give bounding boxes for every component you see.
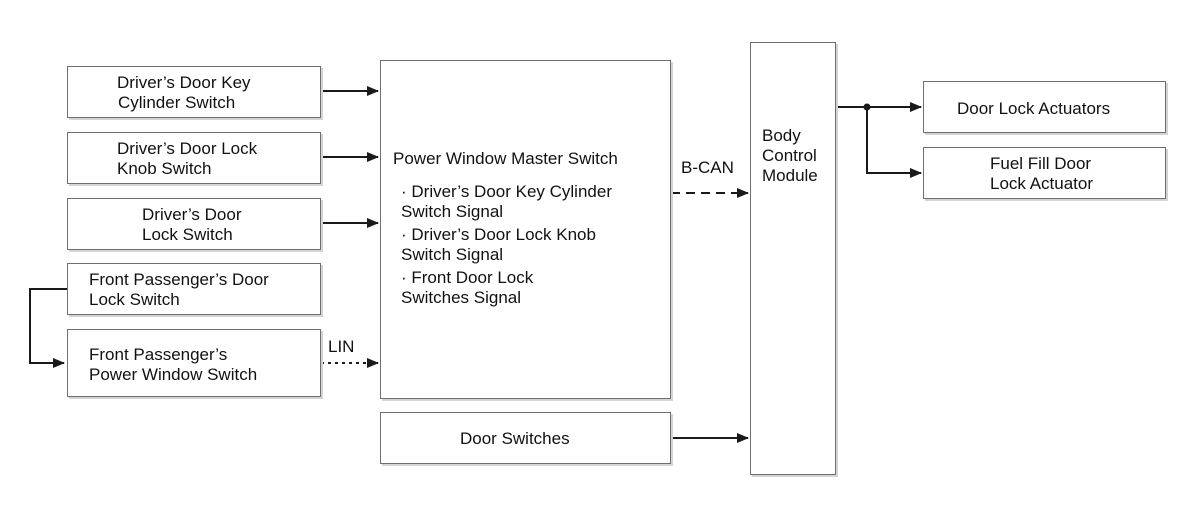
lock-knob-line-2: Knob Switch (117, 159, 212, 178)
signal-front-lock-line-1: · Front Door Lock (401, 268, 534, 287)
passenger-window-line-1: Front Passenger’s (89, 345, 228, 364)
passenger-window-box: Front Passenger’s Power Window Switch (67, 329, 321, 397)
fuel-fill-line-1: Fuel Fill Door (990, 154, 1092, 173)
passenger-lock-line-2: Lock Switch (89, 290, 180, 309)
bcm-box: Body Control Module (750, 42, 836, 475)
lock-switch-line-1: Driver’s Door (142, 205, 242, 224)
bcan-label: B-CAN (681, 158, 734, 177)
passenger-lock-line-1: Front Passenger’s Door (89, 270, 269, 289)
master-switch-title: Power Window Master Switch (393, 149, 618, 168)
key-cylinder-box: Driver’s Door Key Cylinder Switch (67, 66, 321, 118)
key-cylinder-line-1: Driver’s Door Key (117, 73, 251, 92)
key-cylinder-line-2: Cylinder Switch (118, 93, 236, 112)
lock-knob-box: Driver’s Door Lock Knob Switch (67, 132, 321, 184)
passenger-window-line-2: Power Window Switch (89, 365, 258, 384)
signal-key-cylinder-line-1: · Driver’s Door Key Cylinder (401, 182, 612, 201)
signal-lock-knob-line-1: · Driver’s Door Lock Knob (401, 225, 596, 244)
lock-switch-box: Driver’s Door Lock Switch (67, 198, 321, 250)
lin-label: LIN (328, 337, 355, 356)
junction-dot (863, 103, 871, 111)
bcm-line-2: Control (762, 146, 817, 165)
signal-front-lock-line-2: Switches Signal (401, 288, 522, 307)
lock-knob-line-1: Driver’s Door Lock (117, 139, 258, 158)
fuel-fill-box: Fuel Fill Door Lock Actuator (923, 147, 1166, 199)
master-switch-box: Power Window Master Switch · Driver’s Do… (380, 60, 671, 399)
signal-lock-knob-line-2: Switch Signal (401, 245, 504, 264)
door-lock-actuators-box: Door Lock Actuators (923, 81, 1166, 133)
lock-switch-line-2: Lock Switch (142, 225, 233, 244)
door-switches-label: Door Switches (460, 429, 570, 448)
bcm-line-1: Body (762, 126, 801, 145)
arrow-fuel-fill (866, 107, 922, 178)
door-switches-box: Door Switches (380, 412, 671, 464)
bcm-line-3: Module (762, 166, 818, 185)
fuel-fill-line-2: Lock Actuator (990, 174, 1094, 193)
door-lock-actuators-label: Door Lock Actuators (957, 99, 1111, 118)
signal-key-cylinder-line-2: Switch Signal (401, 202, 504, 221)
arrow-passenger-lock-to-window (29, 288, 67, 368)
passenger-lock-box: Front Passenger’s Door Lock Switch (67, 263, 321, 315)
